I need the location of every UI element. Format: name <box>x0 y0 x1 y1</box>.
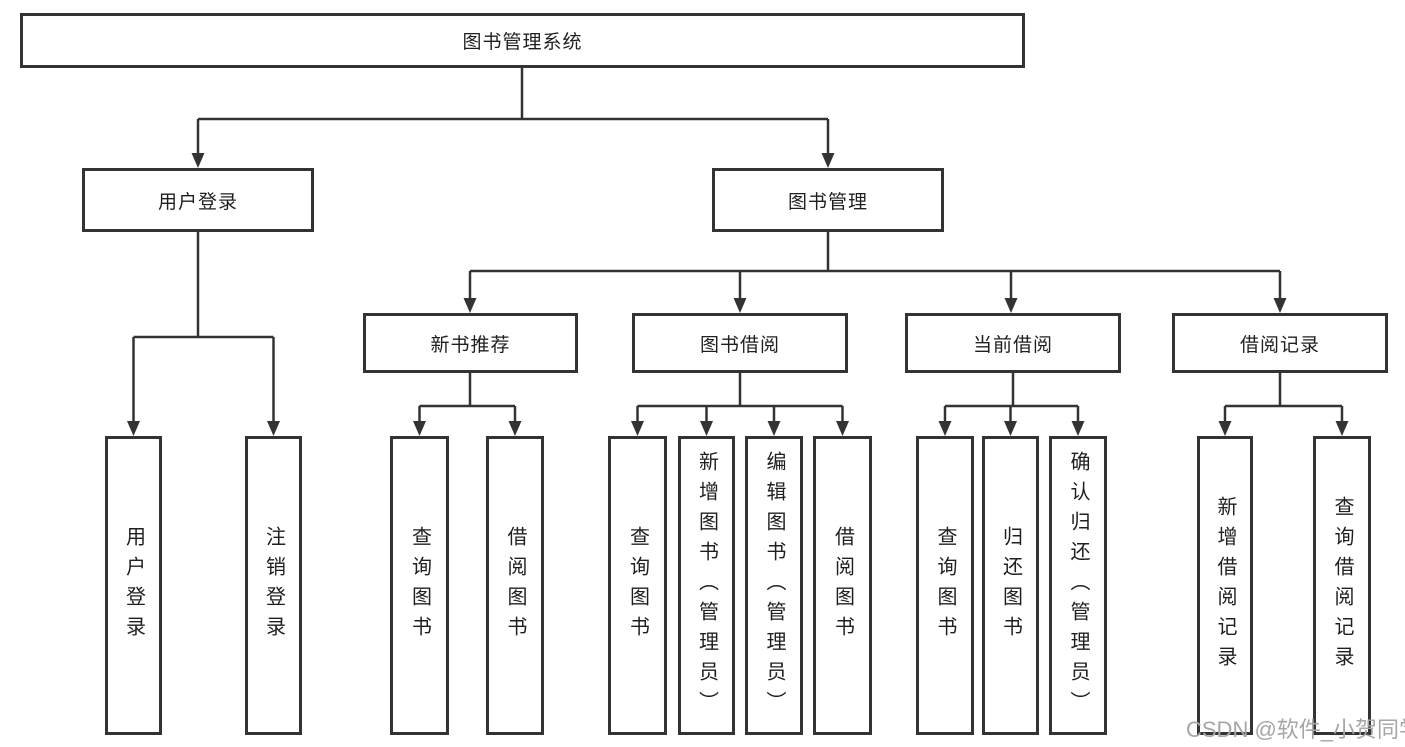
connector-root-to-level2 <box>191 68 835 168</box>
node-current-borrowing: 当前借阅 <box>905 313 1121 373</box>
node-label: 图书管理 <box>787 191 868 213</box>
node-new-book-recommendation: 新书推荐 <box>363 313 578 373</box>
leaf-logout: 注销登录 <box>245 436 302 735</box>
node-book-management: 图书管理 <box>712 168 944 232</box>
node-user-login: 用户登录 <box>82 168 314 232</box>
connector-book-management-to-level3 <box>463 232 1287 313</box>
leaf-label: 编辑图书（管理员） <box>763 450 785 721</box>
leaf-query-books-borrow: 查询图书 <box>608 436 667 735</box>
node-library-management-system: 图书管理系统 <box>20 13 1025 68</box>
node-label: 新书推荐 <box>430 334 511 356</box>
leaf-label: 用户登录 <box>122 525 145 646</box>
leaf-label: 查询借阅记录 <box>1331 495 1353 676</box>
leaf-label: 借阅图书 <box>831 525 854 646</box>
leaf-borrow-books-2: 借阅图书 <box>813 436 872 735</box>
node-label: 图书管理系统 <box>462 32 583 53</box>
leaf-label: 新增借阅记录 <box>1214 495 1236 676</box>
leaf-return-books: 归还图书 <box>982 436 1039 735</box>
node-label: 借阅记录 <box>1239 334 1320 356</box>
leaf-label: 确认归还（管理员） <box>1067 450 1089 721</box>
leaf-label: 查询图书 <box>626 525 649 646</box>
csdn-watermark: CSDN @软件_小贺同学 <box>1186 717 1405 742</box>
leaf-label: 借阅图书 <box>504 525 526 646</box>
node-label: 图书借阅 <box>699 334 780 356</box>
connector-book-borrow-children <box>631 373 849 436</box>
leaf-add-book-admin: 新增图书（管理员） <box>678 436 735 735</box>
connector-borrow-records-children <box>1218 373 1349 436</box>
leaf-query-borrow-record: 查询借阅记录 <box>1313 436 1371 735</box>
node-label: 用户登录 <box>157 191 238 213</box>
leaf-label: 新增图书（管理员） <box>695 450 718 721</box>
connector-current-borrow-children <box>938 373 1085 436</box>
connector-user-login-children <box>127 232 280 436</box>
node-book-borrowing: 图书借阅 <box>632 313 848 373</box>
leaf-label: 查询图书 <box>408 525 431 646</box>
leaf-add-borrow-record: 新增借阅记录 <box>1197 436 1253 735</box>
leaf-confirm-return-admin: 确认归还（管理员） <box>1049 436 1107 735</box>
leaf-label: 归还图书 <box>999 525 1022 646</box>
leaf-label: 查询图书 <box>934 525 956 646</box>
leaf-user-login: 用户登录 <box>105 436 162 735</box>
leaf-edit-book-admin: 编辑图书（管理员） <box>745 436 803 735</box>
leaf-borrow-books-recommend: 借阅图书 <box>486 436 544 735</box>
node-label: 当前借阅 <box>972 334 1053 356</box>
connector-new-book-children <box>413 373 522 436</box>
leaf-query-books-current: 查询图书 <box>916 436 974 735</box>
node-borrowing-records: 借阅记录 <box>1172 313 1388 373</box>
leaf-label: 注销登录 <box>262 525 285 646</box>
leaf-query-books-recommend: 查询图书 <box>390 436 449 735</box>
